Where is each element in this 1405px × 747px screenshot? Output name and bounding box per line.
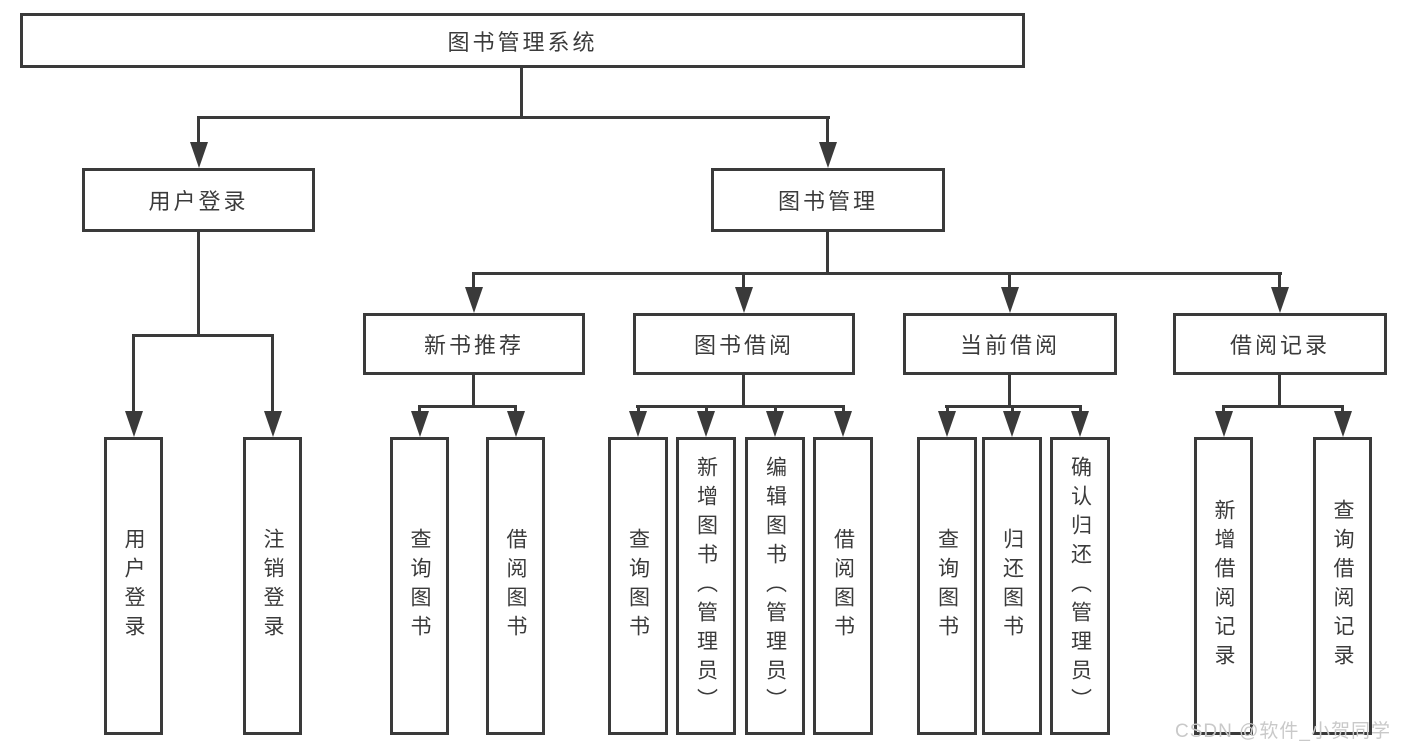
node-cb-confirm-return: 确认归还（管理员） [1050,437,1110,735]
node-label: 图书管理 [777,189,878,214]
arrow-down-icon [465,287,483,313]
connector-arm-br-add [1222,405,1225,414]
connector-arm-bb-add [705,405,708,414]
arrow-down-icon [629,411,647,437]
arrow-down-icon [190,142,208,168]
node-cb-query-books: 查询图书 [917,437,977,735]
connector-borrow-records-crossbar [1222,405,1344,408]
node-nbr-borrow-books: 借阅图书 [486,437,545,735]
node-label: 当前借阅 [959,333,1060,358]
arrow-down-icon [1271,287,1289,313]
arrow-down-icon [834,411,852,437]
arrow-down-icon [1003,411,1021,437]
node-label: 借阅图书 [831,528,855,644]
arrow-down-icon [766,411,784,437]
node-user-login: 用户登录 [104,437,163,735]
connector-new-book-rec-crossbar [418,405,517,408]
connector-user-login-stem [197,232,200,336]
connector-user-login-crossbar [132,334,274,337]
node-bb-borrow-books: 借阅图书 [813,437,873,735]
connector-book-mgmt-stem [826,232,829,275]
connector-arm-login [132,334,135,414]
node-label: 图书管理系统 [447,29,598,55]
node-label: 用户登录 [122,528,145,644]
arrow-down-icon [507,411,525,437]
connector-new-book-rec-stem [472,375,475,408]
arrow-down-icon [411,411,429,437]
connector-arm-borrow-records [1278,272,1281,290]
connector-arm-new-book-rec [472,272,475,290]
arrow-down-icon [735,287,753,313]
connector-arm-current-borrow [1008,272,1011,290]
node-label: 查询图书 [626,528,650,644]
connector-arm-br-query [1341,405,1344,414]
connector-arm-cb-confirm [1079,405,1082,414]
arrow-down-icon [938,411,956,437]
watermark-text: CSDN @软件_小贺同学 [1175,721,1391,742]
node-current-borrow: 当前借阅 [903,313,1117,375]
node-label: 图书借阅 [693,333,794,358]
arrow-down-icon [125,411,143,437]
node-bb-edit-books: 编辑图书（管理员） [745,437,805,735]
arrow-down-icon [264,411,282,437]
connector-arm-bb-borrow [842,405,845,414]
node-label: 新增借阅记录 [1212,499,1235,673]
arrow-down-icon [697,411,715,437]
node-label: 新书推荐 [423,333,524,358]
node-label: 查询图书 [935,528,959,644]
node-label: 查询图书 [408,528,431,644]
node-library-system: 图书管理系统 [20,13,1025,68]
connector-arm-cb-return [1011,405,1014,414]
connector-borrow-records-stem [1278,375,1281,408]
connector-arm-nbr-query [418,405,421,414]
connector-arm-user-login-menu [197,116,200,145]
arrow-down-icon [1215,411,1233,437]
node-label: 用户登录 [148,189,249,214]
node-bb-query-books: 查询图书 [608,437,668,735]
node-cb-return-books: 归还图书 [982,437,1042,735]
arrow-down-icon [1001,287,1019,313]
connector-arm-book-borrow [742,272,745,290]
connector-root-stem [520,68,523,118]
node-label: 借阅记录 [1229,333,1330,358]
node-label: 确认归还（管理员） [1068,455,1092,717]
node-borrow-records: 借阅记录 [1173,313,1387,375]
node-bb-add-books: 新增图书（管理员） [676,437,736,735]
connector-book-mgmt-crossbar [472,272,1282,275]
arrow-down-icon [1071,411,1089,437]
connector-current-borrow-stem [1008,375,1011,408]
connector-arm-nbr-borrow [514,405,517,414]
arrow-down-icon [1334,411,1352,437]
node-book-borrow: 图书借阅 [633,313,855,375]
node-br-query-record: 查询借阅记录 [1313,437,1372,735]
connector-book-borrow-crossbar [636,405,845,408]
node-logout-login: 注销登录 [243,437,302,735]
connector-arm-book-mgmt [826,116,829,145]
node-label: 借阅图书 [504,528,527,644]
connector-arm-cb-query [946,405,949,414]
node-nbr-query-books: 查询图书 [390,437,449,735]
node-br-add-record: 新增借阅记录 [1194,437,1253,735]
node-book-management: 图书管理 [711,168,945,232]
node-user-login-menu: 用户登录 [82,168,315,232]
connector-book-borrow-stem [742,375,745,408]
arrow-down-icon [819,142,837,168]
node-label: 新增图书（管理员） [694,455,718,717]
node-label: 注销登录 [261,528,284,644]
connector-arm-bb-query [637,405,640,414]
node-label: 查询借阅记录 [1331,499,1354,673]
node-label: 编辑图书（管理员） [763,455,787,717]
connector-arm-logout [271,334,274,414]
node-label: 归还图书 [1000,528,1024,644]
connector-root-crossbar [197,116,830,119]
connector-arm-bb-edit [774,405,777,414]
node-new-book-recommend: 新书推荐 [363,313,585,375]
